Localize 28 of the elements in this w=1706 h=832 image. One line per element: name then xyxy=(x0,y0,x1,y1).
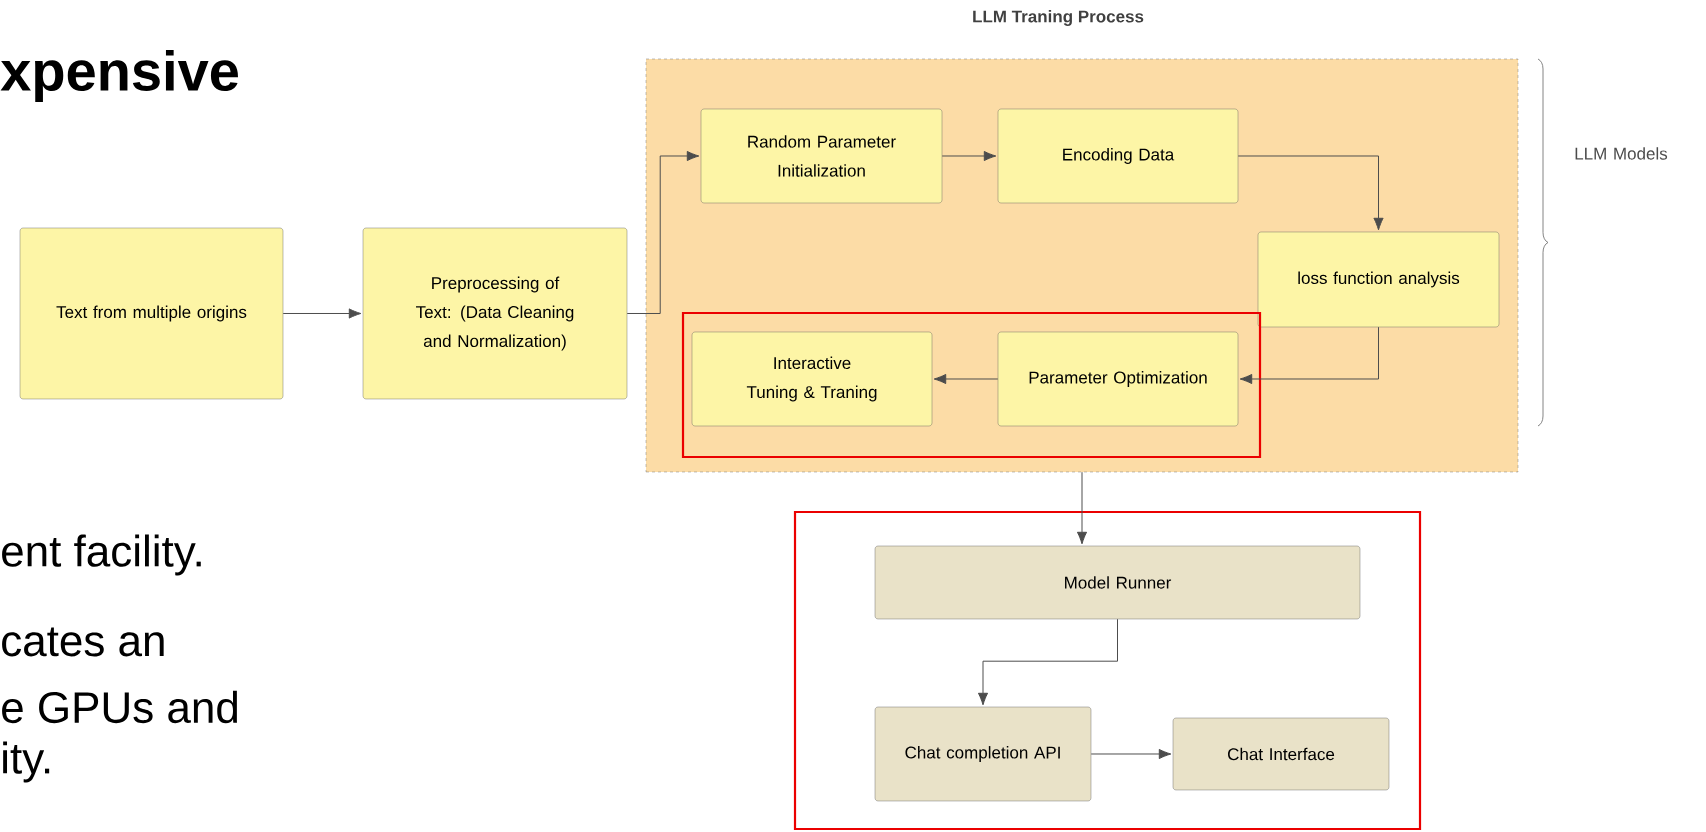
arrow xyxy=(282,308,362,319)
side-label: LLM Models xyxy=(1575,147,1668,160)
process-box: Parameter Optimization xyxy=(997,331,1239,427)
process-box: Random Parameter Initialization xyxy=(700,108,943,204)
slide-text: ent facility. xyxy=(2,534,201,576)
arrow xyxy=(1090,748,1172,760)
arrow xyxy=(1076,471,1088,545)
slide-text: cates an xyxy=(2,627,164,657)
process-box: Preprocessing of Text: (Data Cleaning and Normalization) xyxy=(362,227,628,400)
panel-heading: LLM Traning Process xyxy=(973,10,1144,26)
arrow xyxy=(933,373,999,385)
process-box: Interactive Tuning & Traning xyxy=(691,331,933,427)
process-box: Chat Interface xyxy=(1172,717,1390,791)
process-box: Model Runner xyxy=(874,545,1361,620)
slide-text: xpensive xyxy=(0,49,238,103)
highlight-frame xyxy=(681,311,1262,459)
arrow xyxy=(941,150,997,162)
slide-text: e GPUs and xyxy=(2,690,237,724)
arrow xyxy=(977,618,1118,706)
process-box: loss function analysis xyxy=(1257,231,1500,328)
slide-text: ity. xyxy=(3,741,50,783)
arrow xyxy=(626,150,700,314)
arrow xyxy=(1237,155,1384,231)
process-box: Text from multiple origins xyxy=(19,227,284,400)
arrow xyxy=(1239,326,1379,385)
process-box: Encoding Data xyxy=(997,108,1239,204)
process-box: Chat completion API xyxy=(874,706,1092,802)
highlight-frame xyxy=(793,510,1422,831)
